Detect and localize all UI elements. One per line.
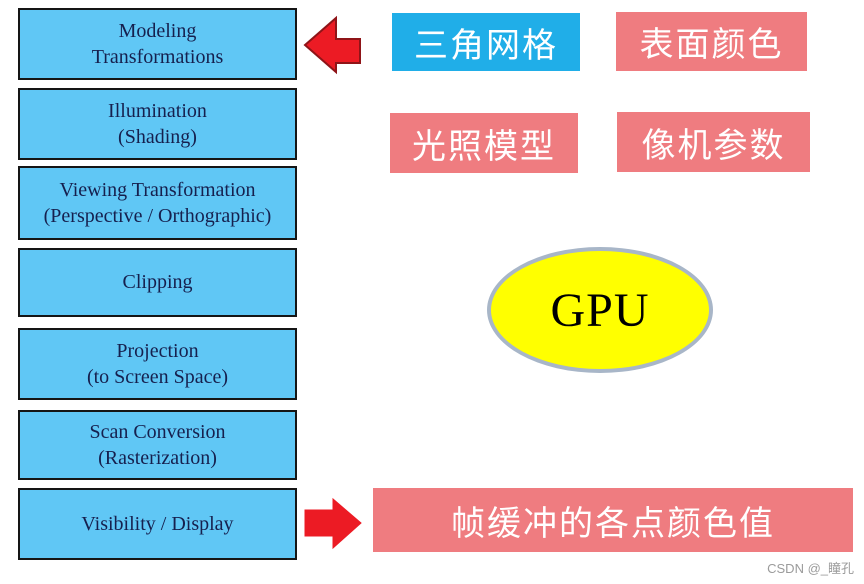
- surface-color-label-box: 表面颜色: [616, 12, 807, 71]
- stage-label: Clipping: [122, 271, 193, 294]
- input-arrow-left-icon: [303, 15, 361, 75]
- lighting-model-label-box: 光照模型: [390, 113, 578, 173]
- stage-box-visibility-display: Visibility / Display: [18, 488, 297, 560]
- stage-label: Viewing Transformation (Perspective / Or…: [43, 178, 272, 227]
- watermark: CSDN @_瞳孔: [767, 561, 854, 576]
- stage-box-modeling-transformations: Modeling Transformations: [18, 8, 297, 80]
- triangle-mesh-label-box: 三角网格: [392, 13, 580, 71]
- stage-box-projection: Projection (to Screen Space): [18, 328, 297, 400]
- triangle-mesh-label: 三角网格: [414, 26, 558, 65]
- stage-label: Illumination (Shading): [108, 99, 207, 148]
- output-arrow-right-icon: [304, 497, 362, 550]
- stage-box-scan-conversion: Scan Conversion (Rasterization): [18, 410, 297, 480]
- stage-box-viewing-transformation: Viewing Transformation (Perspective / Or…: [18, 166, 297, 240]
- lighting-model-label: 光照模型: [412, 127, 556, 166]
- framebuffer-output-label: 帧缓冲的各点颜色值: [451, 504, 775, 543]
- stage-box-clipping: Clipping: [18, 248, 297, 317]
- gpu-ellipse: GPU: [487, 247, 713, 373]
- framebuffer-output-box: 帧缓冲的各点颜色值: [373, 488, 853, 552]
- stage-label: Projection (to Screen Space): [86, 339, 229, 388]
- camera-params-label: 像机参数: [641, 126, 786, 165]
- surface-color-label: 表面颜色: [639, 26, 784, 64]
- gpu-label: GPU: [550, 283, 650, 337]
- stage-label: Scan Conversion (Rasterization): [89, 420, 226, 469]
- stage-label: Visibility / Display: [81, 512, 234, 535]
- stage-box-illumination: Illumination (Shading): [18, 88, 297, 160]
- stage-label: Modeling Transformations: [91, 19, 224, 68]
- camera-params-label-box: 像机参数: [617, 112, 810, 172]
